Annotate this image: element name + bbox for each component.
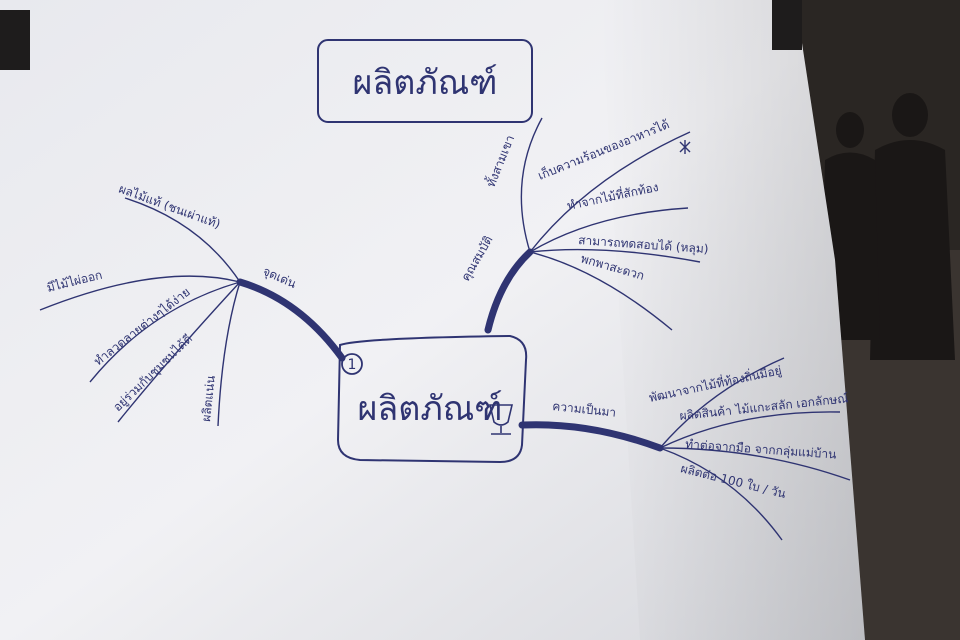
title-text: ผลิตภัณฑ์ (352, 63, 497, 103)
title-box (317, 39, 533, 123)
left-main-branch (236, 278, 346, 362)
bottom-right-branch-label: ความเป็นมา (552, 398, 617, 420)
star-icon (679, 140, 691, 154)
board-clip-right (772, 0, 802, 50)
center-label: ผลิตภัณฑ์ (357, 389, 502, 429)
cup-icon (488, 404, 514, 435)
bottom-right-sub-branches (659, 357, 851, 541)
center-number: 1 (348, 357, 357, 373)
left-child-5: ผลิตแน่น (199, 375, 218, 423)
left-sub-branches (39, 197, 241, 427)
bottom-right-main-branch (518, 421, 664, 452)
center-node-box (336, 334, 528, 464)
top-right-sub-branches (520, 117, 701, 331)
top-right-main-branch (484, 248, 534, 334)
board-clip-left (0, 10, 30, 70)
center-number-circle (341, 353, 363, 375)
paper-shade (600, 0, 865, 640)
